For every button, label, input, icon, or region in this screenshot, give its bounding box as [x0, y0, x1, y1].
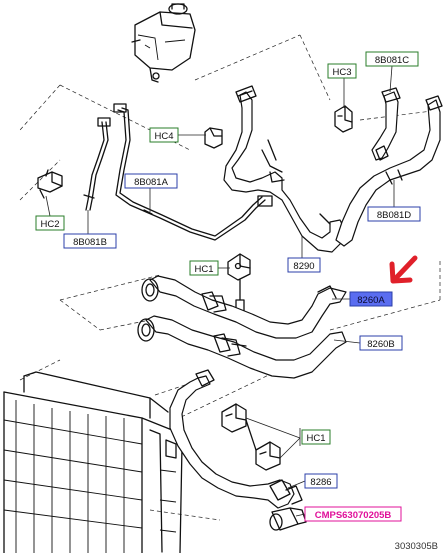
red-arrow [389, 255, 418, 284]
label-8b081a: 8B081A [124, 173, 178, 189]
svg-text:8260B: 8260B [367, 339, 394, 350]
svg-text:HC3: HC3 [332, 67, 351, 78]
expansion-tank [131, 3, 196, 83]
sensor-bracket-hc2 [37, 169, 63, 199]
label-hc3: HC3 [327, 63, 357, 79]
clip-hc3 [334, 105, 353, 133]
label-8b081b: 8B081B [63, 233, 117, 249]
label-8286: 8286 [304, 473, 338, 489]
clip-hc4 [204, 127, 223, 149]
connector-cmps [269, 507, 307, 531]
svg-text:HC4: HC4 [154, 131, 173, 142]
svg-text:8286: 8286 [310, 477, 331, 488]
label-8290: 8290 [287, 257, 321, 273]
svg-text:CMPS63070205B: CMPS63070205B [315, 510, 392, 521]
svg-text:8B081A: 8B081A [134, 177, 168, 188]
hose-8b081d [335, 95, 443, 247]
clip-hc1-top [227, 253, 251, 313]
leader-lines [45, 65, 395, 517]
label-8b081c: 8B081C [365, 51, 419, 67]
tube-8b081a [113, 103, 273, 241]
hose-8b081c [371, 87, 401, 161]
assembly-guide-lines [19, 34, 441, 521]
svg-text:8B081C: 8B081C [375, 55, 409, 66]
label-hc4: HC4 [149, 127, 179, 143]
hose-8260a [141, 275, 347, 339]
svg-text:HC1: HC1 [194, 264, 213, 275]
label-8260b: 8260B [359, 335, 403, 351]
svg-text:8B081D: 8B081D [377, 210, 411, 221]
svg-text:HC2: HC2 [40, 219, 59, 230]
diagram-id: 3030305B [395, 541, 438, 552]
label-cmps: CMPS63070205B [304, 506, 402, 522]
svg-text:8260A: 8260A [357, 295, 385, 306]
label-hc1-top: HC1 [189, 260, 219, 276]
clips-hc1-bottom [221, 403, 281, 471]
hose-8260b [137, 315, 347, 379]
label-8260a: 8260A [349, 291, 393, 307]
svg-text:8B081B: 8B081B [73, 237, 107, 248]
labels: HC3 8B081C HC4 8B081A HC2 8B081B 8B081D [35, 51, 438, 552]
label-hc1-bottom: HC1 [301, 429, 331, 445]
hose-8286 [169, 369, 303, 509]
svg-text:8290: 8290 [293, 261, 314, 272]
hose-8290 [223, 85, 347, 253]
label-hc2: HC2 [35, 215, 65, 231]
radiator [3, 371, 183, 553]
svg-text:HC1: HC1 [306, 433, 325, 444]
tube-8b081b [83, 117, 111, 211]
label-8b081d: 8B081D [367, 206, 421, 222]
